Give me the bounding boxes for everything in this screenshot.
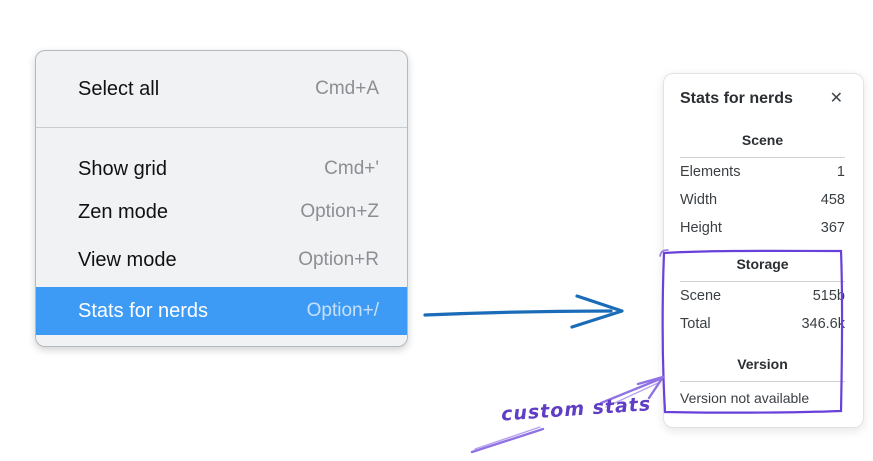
menu-item-zen-mode[interactable]: Zen mode Option+Z xyxy=(36,188,407,236)
stat-label: Height xyxy=(680,220,722,236)
menu-item-label: Show grid xyxy=(78,157,167,180)
menu-item-show-grid[interactable]: Show grid Cmd+' xyxy=(36,145,407,193)
stat-value: 367 xyxy=(820,220,845,236)
storage-section-heading: Storage xyxy=(736,256,789,272)
custom-stats-annotation: custom stats xyxy=(500,393,652,426)
menu-item-shortcut: Option+/ xyxy=(306,300,379,321)
stats-panel: Stats for nerds ✕ Scene Elements 1 Width… xyxy=(663,73,864,428)
stat-row-scene-size: Scene 515b xyxy=(680,282,845,310)
menu-item-label: Stats for nerds xyxy=(78,299,209,322)
stat-label: Elements xyxy=(680,164,741,180)
stat-row-total-size: Total 346.6k xyxy=(680,310,845,338)
stat-label: Total xyxy=(680,316,711,332)
menu-item-label: View mode xyxy=(78,248,177,271)
stat-label: Width xyxy=(680,192,718,208)
menu-item-shortcut: Cmd+' xyxy=(324,158,379,179)
version-note: Version not available xyxy=(680,390,810,406)
scene-section-heading: Scene xyxy=(741,132,784,148)
stat-value: 1 xyxy=(836,164,845,180)
version-section-heading: Version xyxy=(737,356,788,372)
menu-item-label: Zen mode xyxy=(78,200,169,223)
menu-item-select-all[interactable]: Select all Cmd+A xyxy=(36,65,407,113)
stats-panel-header: Stats for nerds ✕ xyxy=(680,86,845,112)
menu-item-shortcut: Cmd+A xyxy=(315,78,379,99)
stat-row-width: Width 458 xyxy=(680,186,845,214)
stat-label: Scene xyxy=(680,288,722,304)
menu-item-shortcut: Option+Z xyxy=(300,201,379,222)
close-icon[interactable]: ✕ xyxy=(829,90,843,107)
menu-divider xyxy=(36,127,407,128)
menu-item-stats-for-nerds[interactable]: Stats for nerds Option+/ xyxy=(36,287,407,335)
menu-item-shortcut: Option+R xyxy=(298,249,379,270)
stat-value: 346.6k xyxy=(801,316,845,332)
blue-arrow xyxy=(423,294,624,329)
section-divider xyxy=(680,157,845,158)
menu-item-view-mode[interactable]: View mode Option+R xyxy=(36,236,407,284)
stat-value: 458 xyxy=(820,192,845,208)
stat-value: 515b xyxy=(812,288,845,304)
menu-item-label: Select all xyxy=(78,77,160,100)
stat-row-height: Height 367 xyxy=(680,214,845,242)
section-divider xyxy=(680,381,845,382)
stats-panel-title: Stats for nerds xyxy=(680,90,793,107)
context-menu: Select all Cmd+A Show grid Cmd+' Zen mod… xyxy=(35,50,408,347)
stat-row-elements: Elements 1 xyxy=(680,158,845,186)
